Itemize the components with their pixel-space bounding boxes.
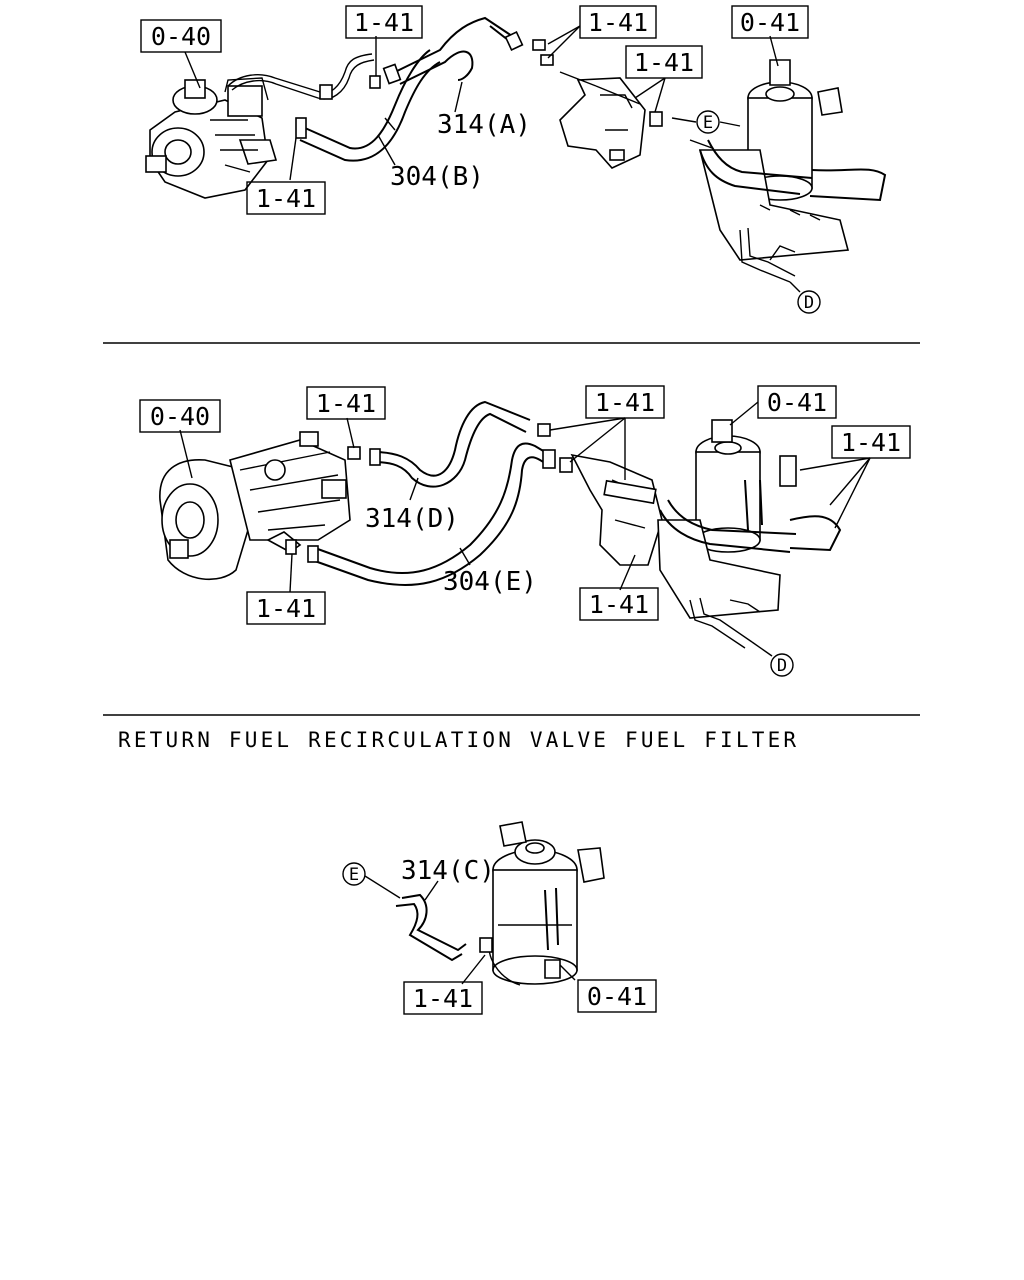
clip-label: 1-41 [589,590,649,619]
clip-label: 1-41 [354,8,414,37]
clip-label: 1-41 [316,389,376,418]
hose-c-label: 314(C) [401,856,495,886]
filter-bracket-drawing [559,71,646,169]
clip-label: 1-41 [256,184,316,213]
injection-pump-drawing [145,77,278,199]
clip-label: 1-41 [413,984,473,1013]
clip-label: 1-41 [841,428,901,457]
connector-e-label: E [349,865,359,885]
hose-a-label: 314(A) [437,110,531,140]
clip-label: 1-41 [634,48,694,77]
connector-d-label: D [777,656,787,676]
filter-label: 0-41 [587,982,647,1011]
filter-bracket-drawing [570,453,663,566]
fuel-filter-drawing [657,419,842,649]
fuel-filter-drawing [689,59,887,283]
pump-label: 0-40 [151,22,211,51]
clip-label: 1-41 [256,594,316,623]
fuel-filter-drawing [488,821,605,986]
connector-d-label: D [804,293,814,313]
injection-pump-drawing [159,431,351,581]
clip-label: 1-41 [595,388,655,417]
filter-label: 0-41 [740,8,800,37]
lower-diagram: RETURN FUEL RECIRCULATION VALVE FUEL FIL… [118,728,799,1015]
hose-b-label: 304(B) [390,162,484,192]
pump-label: 0-40 [150,402,210,431]
filter-label: 0-41 [767,388,827,417]
section-caption: RETURN FUEL RECIRCULATION VALVE FUEL FIL… [118,728,799,752]
hose-d-label: 314(D) [365,504,459,534]
upper-diagram: 0-40 1-41 1-41 1-41 1-41 0-41 314(A) 304… [140,5,887,314]
hose-e-label: 304(E) [443,567,537,597]
middle-diagram: 0-40 1-41 1-41 0-41 1-41 1-41 1-41 314(D… [139,385,911,677]
clip-label: 1-41 [588,8,648,37]
connector-e-label: E [703,113,713,133]
